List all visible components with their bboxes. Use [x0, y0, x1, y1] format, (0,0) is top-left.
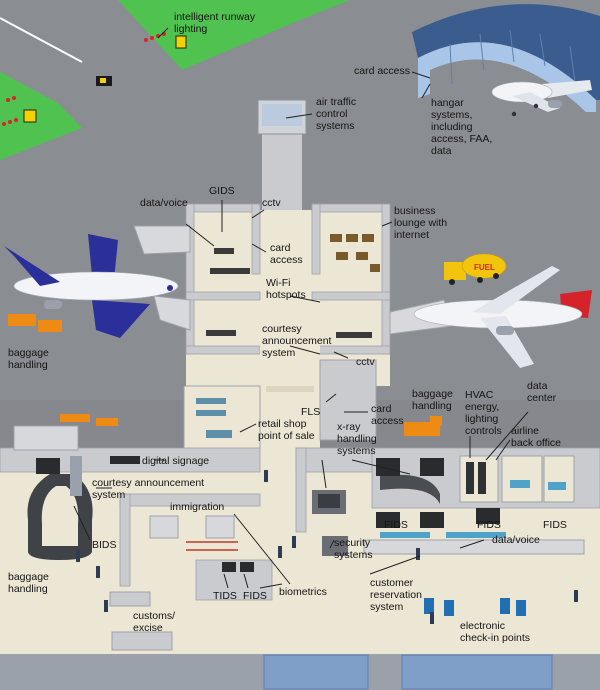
aircraft-right — [413, 266, 592, 368]
runway-signs — [23, 35, 187, 123]
hangar-mullions — [449, 29, 576, 85]
jet-bridge-left — [133, 225, 191, 331]
exterior-wall-left — [13, 425, 79, 451]
label-baggage-handling-left: baggage handling — [8, 347, 49, 371]
hangar-roof — [412, 4, 600, 100]
label-fids-3: FIDS — [543, 519, 567, 531]
connector-marking — [266, 386, 314, 392]
label-cctv-top: cctv — [262, 197, 281, 209]
label-fls: FLS — [301, 406, 321, 418]
label-xray: x-ray handling systems — [337, 421, 377, 457]
label-immigration: immigration — [170, 501, 225, 513]
immigration-booths — [149, 515, 235, 539]
runway-lights — [2, 32, 166, 126]
customs-platform — [111, 631, 173, 651]
label-customer-reservation: customer reservation system — [370, 577, 422, 613]
label-fids-4: FIDS — [243, 590, 267, 602]
label-hangar-systems: hangar systems, including access, FAA, d… — [431, 97, 493, 157]
baggage-cart-mid — [60, 414, 118, 426]
label-gids: GIDS — [209, 185, 235, 197]
label-air-traffic-control: air traffic control systems — [316, 96, 357, 132]
label-digital-signage: digital signage — [142, 455, 210, 467]
fuel-truck: FUEL — [444, 253, 507, 285]
grass-left — [0, 72, 82, 160]
label-data-voice-top: data/voice — [140, 197, 188, 209]
people — [76, 470, 578, 624]
front-windows — [263, 654, 553, 690]
label-electronic-checkin: electronic check-in points — [460, 620, 531, 644]
retail-shelves — [196, 398, 232, 438]
label-business-lounge: business lounge with internet — [394, 205, 448, 241]
label-fids-2: FIDS — [477, 519, 501, 531]
label-card-access-gate: card access — [270, 242, 303, 266]
baggage-cart-left — [8, 314, 62, 332]
lounge-furniture — [330, 234, 380, 272]
atc-cab-window — [262, 104, 302, 126]
leader-lines — [73, 27, 529, 589]
atc-walkway — [262, 126, 302, 210]
hangar-aircraft — [491, 80, 592, 117]
label-cctv-gate: cctv — [356, 356, 375, 368]
label-hvac: HVAC energy, lighting controls — [465, 389, 502, 437]
label-card-access-mid: card access — [371, 403, 404, 427]
customs-counter — [109, 591, 151, 607]
xray-machines — [312, 490, 348, 556]
fids-screens — [36, 458, 500, 528]
gate-seating — [206, 248, 372, 338]
label-bids: BIDS — [92, 539, 117, 551]
runway-marking — [0, 17, 83, 63]
baggage-conveyor — [380, 474, 440, 504]
queue-barriers — [186, 541, 238, 551]
label-baggage-handling-bottom: baggage handling — [8, 571, 49, 595]
label-tids: TIDS — [213, 590, 237, 602]
baggage-cart-right — [404, 416, 442, 436]
baggage-carousel — [27, 456, 93, 560]
kiosks — [424, 598, 526, 616]
svg-text:FUEL: FUEL — [474, 263, 495, 272]
hangar-glass — [418, 42, 596, 112]
fls-wall — [319, 359, 377, 441]
label-biometrics: biometrics — [279, 586, 327, 598]
label-retail-shop: retail shop point of sale — [258, 418, 315, 442]
label-data-center: data center — [527, 380, 557, 404]
label-intelligent-runway-lighting: intelligent runway lighting — [174, 11, 256, 35]
label-card-access-hangar: card access — [354, 65, 411, 77]
upper-pier-walls — [185, 203, 391, 355]
signage-displays — [110, 456, 254, 572]
label-baggage-handling-right: baggage handling — [412, 388, 453, 412]
label-fids-1: FIDS — [384, 519, 408, 531]
label-customs-excise: customs/ excise — [133, 610, 176, 634]
label-courtesy-announcement-gate: courtesy announcement system — [262, 323, 332, 359]
retail-block — [183, 385, 261, 457]
label-wifi-hotspots: Wi-Fi hotspots — [266, 277, 306, 301]
label-data-voice-bottom: data/voice — [492, 534, 540, 546]
connector-floor — [260, 300, 320, 450]
label-courtesy-announcement-terminal: courtesy announcement system — [92, 477, 205, 501]
data-center — [459, 455, 575, 503]
label-airline-back-office: airline back office — [511, 425, 562, 449]
aircraft-left — [4, 234, 179, 338]
grass-top — [118, 0, 350, 70]
label-security-systems: security systems — [334, 537, 373, 561]
